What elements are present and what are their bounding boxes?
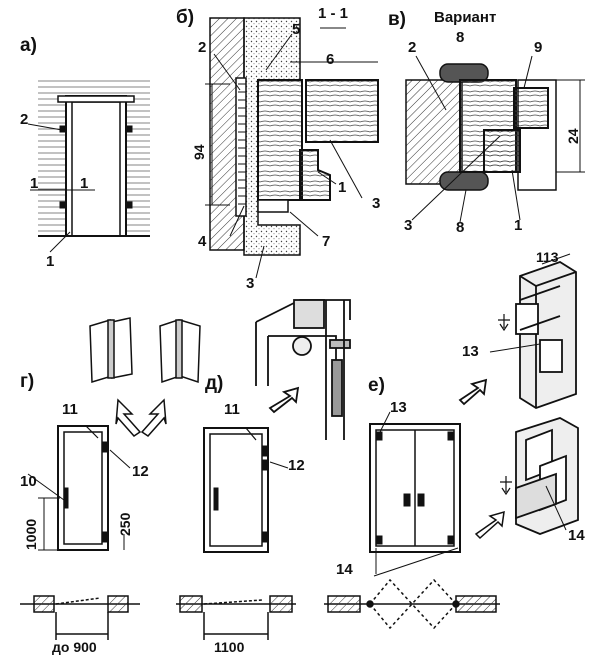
plan-e — [324, 578, 500, 630]
callout-b-7: 7 — [322, 233, 331, 250]
callout-b-1: 1 — [338, 179, 347, 196]
panel-g-drawing — [27, 425, 131, 551]
callout-b-3-right: 3 — [372, 195, 381, 212]
section-mark: 1 - 1 — [318, 5, 349, 22]
panel-b-drawing — [205, 17, 379, 279]
dim-g-250: 250 — [117, 512, 133, 536]
plan-g — [20, 595, 140, 640]
callout-a-1-left: 1 — [30, 175, 39, 192]
callout-b-3-bottom: 3 — [246, 275, 255, 292]
panel-d-drawing — [203, 427, 289, 553]
callout-d-12: 12 — [288, 457, 305, 474]
hinge-sketches — [89, 317, 201, 437]
callout-v-8-top: 8 — [456, 29, 465, 46]
dim-g-width: до 900 — [52, 639, 97, 655]
panel-v-label: в) — [388, 9, 407, 30]
panel-d-label: д) — [205, 373, 224, 394]
callout-a-2: 2 — [20, 111, 29, 128]
panel-e-drawing — [369, 411, 505, 577]
panel-b-label: б) — [176, 7, 195, 28]
callout-v-2: 2 — [408, 39, 417, 56]
variant-label: Вариант — [434, 9, 497, 26]
dim-g-1000: 1000 — [23, 518, 39, 550]
panel-g-label: г) — [20, 371, 35, 392]
callout-e-14: 14 — [336, 561, 353, 578]
callout-g-11: 11 — [62, 401, 78, 418]
dim-iso-113: 113 — [536, 249, 559, 265]
iso-detail-bottom — [500, 417, 579, 535]
callout-v-3: 3 — [404, 217, 413, 234]
dim-d-width: 1100 — [214, 639, 245, 655]
callout-e-13: 13 — [390, 399, 407, 416]
dim-v-24: 24 — [565, 128, 581, 144]
callout-v-9: 9 — [534, 39, 543, 56]
iso-detail-top — [458, 253, 577, 409]
callout-b-2: 2 — [198, 39, 207, 56]
panel-a-drawing — [27, 78, 150, 253]
closer-sketch — [255, 299, 351, 440]
callout-iso-14: 14 — [568, 527, 585, 544]
callout-g-12: 12 — [132, 463, 149, 480]
panel-a-label: а) — [20, 35, 37, 56]
panel-v-drawing — [405, 55, 585, 223]
dim-b-94: 94 — [191, 144, 207, 160]
callout-b-4: 4 — [198, 233, 207, 250]
callout-v-8-bottom: 8 — [456, 219, 465, 236]
callout-a-1-bottom: 1 — [46, 253, 55, 270]
callout-d-11: 11 — [224, 401, 240, 418]
callout-b-6: 6 — [326, 51, 335, 68]
callout-g-10: 10 — [20, 473, 37, 490]
callout-a-1-right: 1 — [80, 175, 89, 192]
callout-iso-13: 13 — [462, 343, 479, 360]
panel-e-label: е) — [368, 375, 385, 396]
callout-v-1: 1 — [514, 217, 523, 234]
plan-d — [176, 595, 296, 640]
callout-b-5: 5 — [292, 21, 301, 38]
